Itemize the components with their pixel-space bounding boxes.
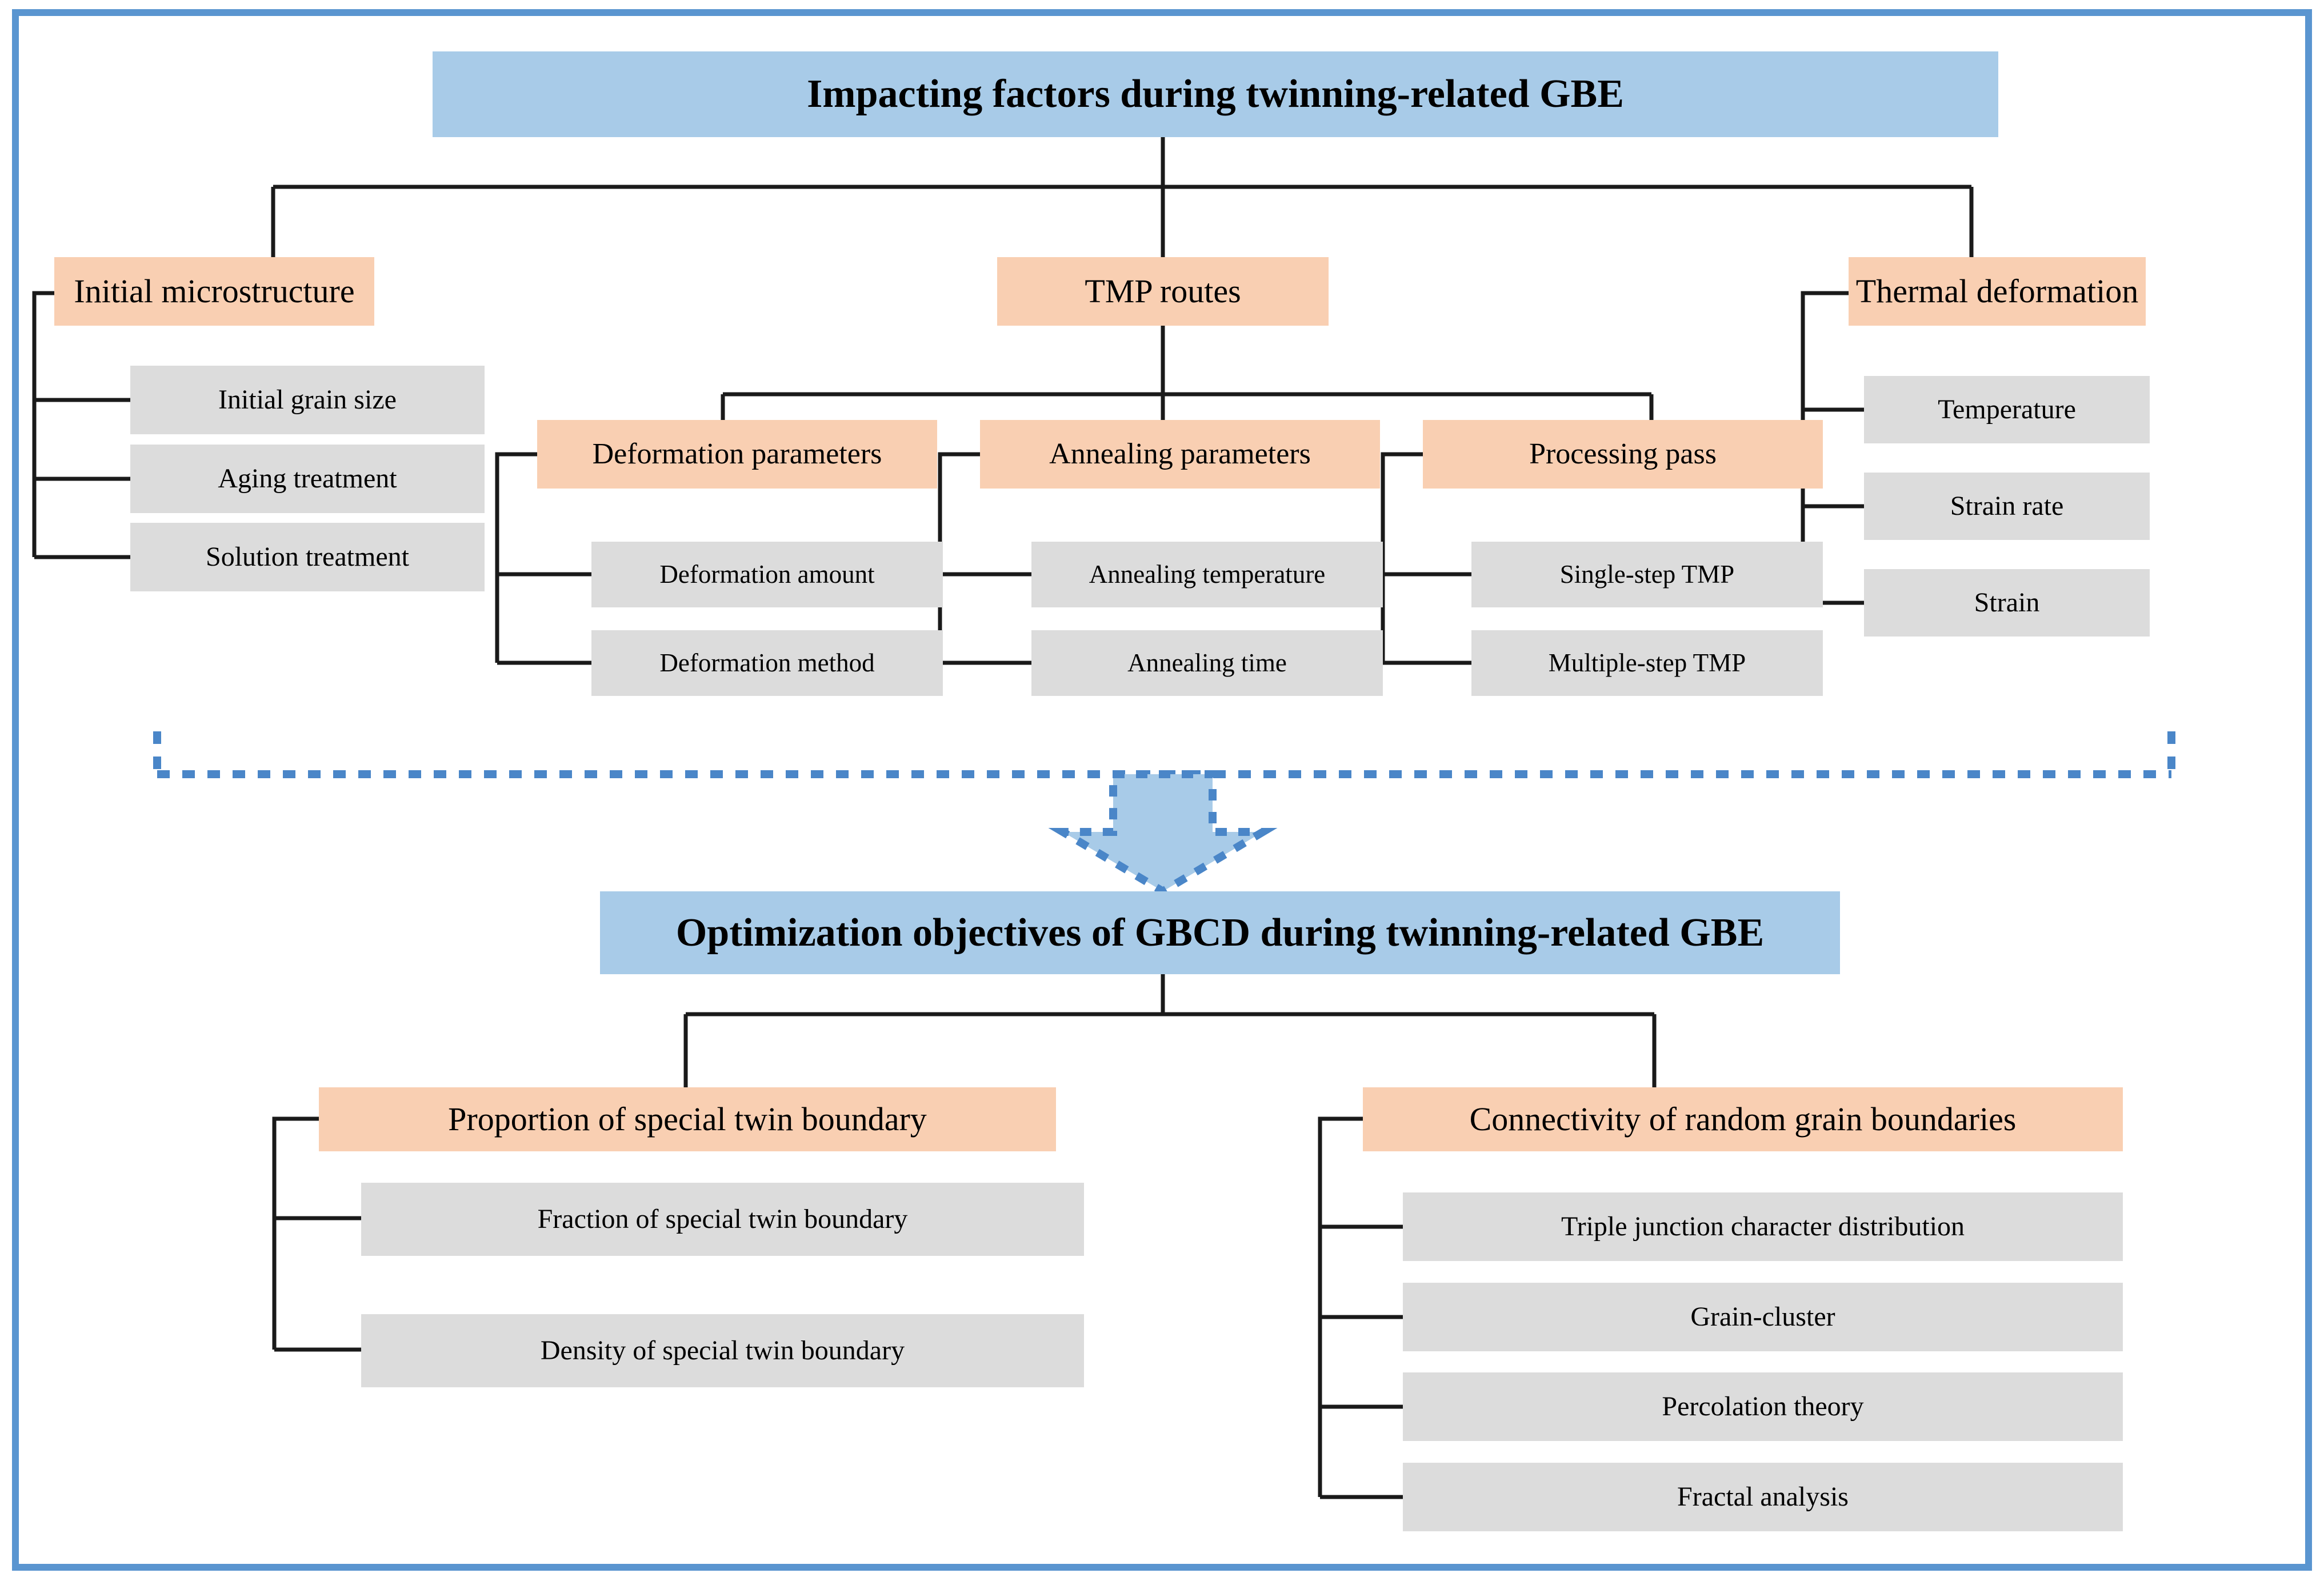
leaf-fractal-analysis[interactable]: Fractal analysis	[1403, 1463, 2123, 1531]
leaf-temperature[interactable]: Temperature	[1864, 376, 2150, 443]
leaf-strain[interactable]: Strain	[1864, 569, 2150, 637]
leaf-initial-grain-size[interactable]: Initial grain size	[130, 366, 485, 434]
category-tmp-routes[interactable]: TMP routes	[997, 257, 1329, 326]
leaf-strain-rate[interactable]: Strain rate	[1864, 473, 2150, 540]
leaf-aging-treatment[interactable]: Aging treatment	[130, 445, 485, 513]
leaf-single-step-tmp[interactable]: Single-step TMP	[1471, 542, 1823, 607]
category-thermal-deformation[interactable]: Thermal deformation	[1849, 257, 2146, 326]
leaf-multiple-step-tmp[interactable]: Multiple-step TMP	[1471, 630, 1823, 696]
leaf-annealing-time[interactable]: Annealing time	[1031, 630, 1383, 696]
leaf-solution-treatment[interactable]: Solution treatment	[130, 523, 485, 591]
bottom-section-title: Optimization objectives of GBCD during t…	[600, 891, 1840, 974]
leaf-triple-junction-character-distribution[interactable]: Triple junction character distribution	[1403, 1192, 2123, 1261]
leaf-annealing-temperature[interactable]: Annealing temperature	[1031, 542, 1383, 607]
leaf-grain-cluster[interactable]: Grain-cluster	[1403, 1283, 2123, 1351]
top-section-title: Impacting factors during twinning-relate…	[433, 51, 1998, 137]
category-processing-pass[interactable]: Processing pass	[1423, 420, 1823, 489]
category-annealing-parameters[interactable]: Annealing parameters	[980, 420, 1380, 489]
leaf-percolation-theory[interactable]: Percolation theory	[1403, 1372, 2123, 1441]
category-deformation-parameters[interactable]: Deformation parameters	[537, 420, 937, 489]
leaf-deformation-amount[interactable]: Deformation amount	[591, 542, 943, 607]
leaf-fraction-special-twin-boundary[interactable]: Fraction of special twin boundary	[361, 1183, 1084, 1256]
category-proportion-special-twin-boundary[interactable]: Proportion of special twin boundary	[319, 1087, 1056, 1151]
leaf-deformation-method[interactable]: Deformation method	[591, 630, 943, 696]
leaf-density-special-twin-boundary[interactable]: Density of special twin boundary	[361, 1314, 1084, 1387]
category-connectivity-random-grain-boundaries[interactable]: Connectivity of random grain boundaries	[1363, 1087, 2123, 1151]
category-initial-microstructure[interactable]: Initial microstructure	[54, 257, 374, 326]
